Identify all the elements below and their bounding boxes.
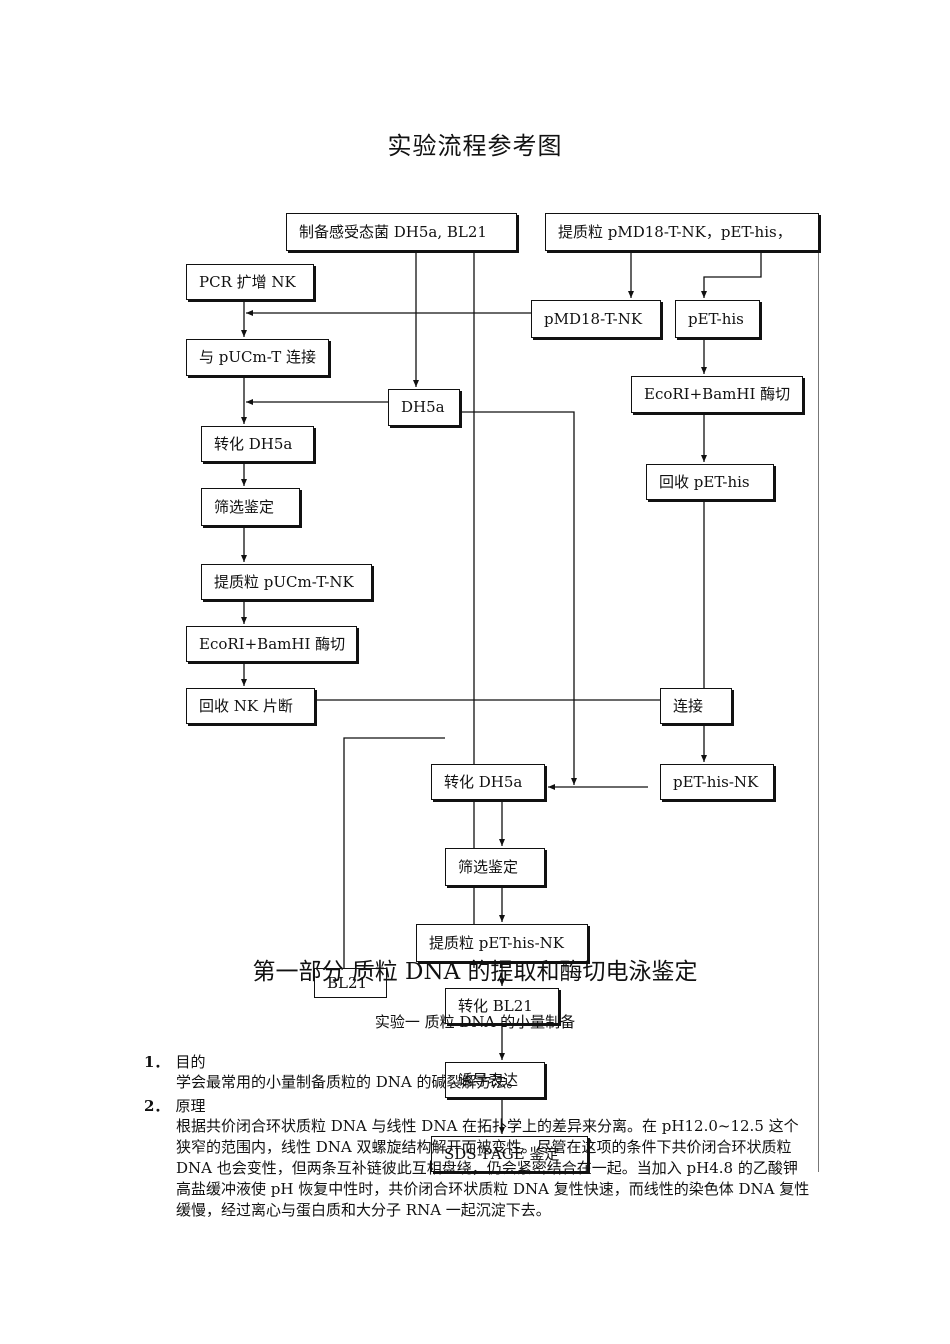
node-extract-pet-his-nk: 提质粒 pET-his-NK (416, 924, 588, 962)
node-transform-dh5a-2: 转化 DH5a (431, 764, 545, 800)
node-sds-page: SDS-PAGE 鉴定 (431, 1136, 588, 1172)
node-transform-dh5a-1: 转化 DH5a (201, 426, 314, 462)
node-ligation: 连接 (660, 688, 732, 724)
node-extract-plasmid: 提质粒 pMD18-T-NK，pET-his， (545, 213, 819, 251)
heading-text: 目的 (175, 1053, 206, 1071)
node-ligate-pucm: 与 pUCm-T 连接 (186, 339, 329, 376)
node-pet-his: pET-his (675, 300, 760, 338)
node-screen-1: 筛选鉴定 (201, 488, 300, 526)
experiment-title: 实验一 质粒 DNA 的小量制备 (374, 1013, 576, 1031)
page-title: 实验流程参考图 (387, 132, 563, 160)
node-screen-2: 筛选鉴定 (445, 848, 545, 886)
heading-principle: 2． 原理 (144, 1095, 205, 1116)
node-recover-pet-his: 回收 pET-his (646, 464, 774, 500)
node-pcr-amplify: PCR 扩增 NK (186, 264, 314, 300)
node-recover-nk: 回收 NK 片断 (186, 688, 315, 724)
node-pet-his-nk: pET-his-NK (660, 764, 774, 800)
node-extract-pucm-nk: 提质粒 pUCm-T-NK (201, 564, 372, 600)
heading-number: 1． (144, 1053, 170, 1071)
node-bl21: BL21 (314, 968, 387, 998)
node-transform-bl21: 转化 BL21 (445, 988, 559, 1024)
part-title: 第一部分 质粒 DNA 的提取和酶切电泳鉴定 (252, 959, 698, 985)
node-ecori-bamhi-2: EcoRI+BamHI 酶切 (186, 626, 357, 662)
heading-purpose: 1． 目的 (144, 1051, 205, 1072)
paragraph-principle: 根据共价闭合环状质粒 DNA 与线性 DNA 在拓扑学上的差异来分离。在 pH1… (176, 1117, 810, 1219)
node-induce-expression: 诱导表达 (445, 1062, 545, 1098)
heading-text: 原理 (175, 1097, 206, 1115)
page-edge-rule (818, 250, 819, 1172)
node-pmd18: pMD18-T-NK (531, 300, 661, 338)
heading-number: 2． (144, 1097, 170, 1115)
node-prep-competent: 制备感受态菌 DH5a, BL21 (286, 213, 517, 251)
paragraph-purpose: 学会最常用的小量制备质粒的 DNA 的碱裂解方法。 (176, 1073, 522, 1091)
node-ecori-bamhi-1: EcoRI+BamHI 酶切 (631, 376, 803, 413)
node-dh5a: DH5a (388, 389, 460, 426)
